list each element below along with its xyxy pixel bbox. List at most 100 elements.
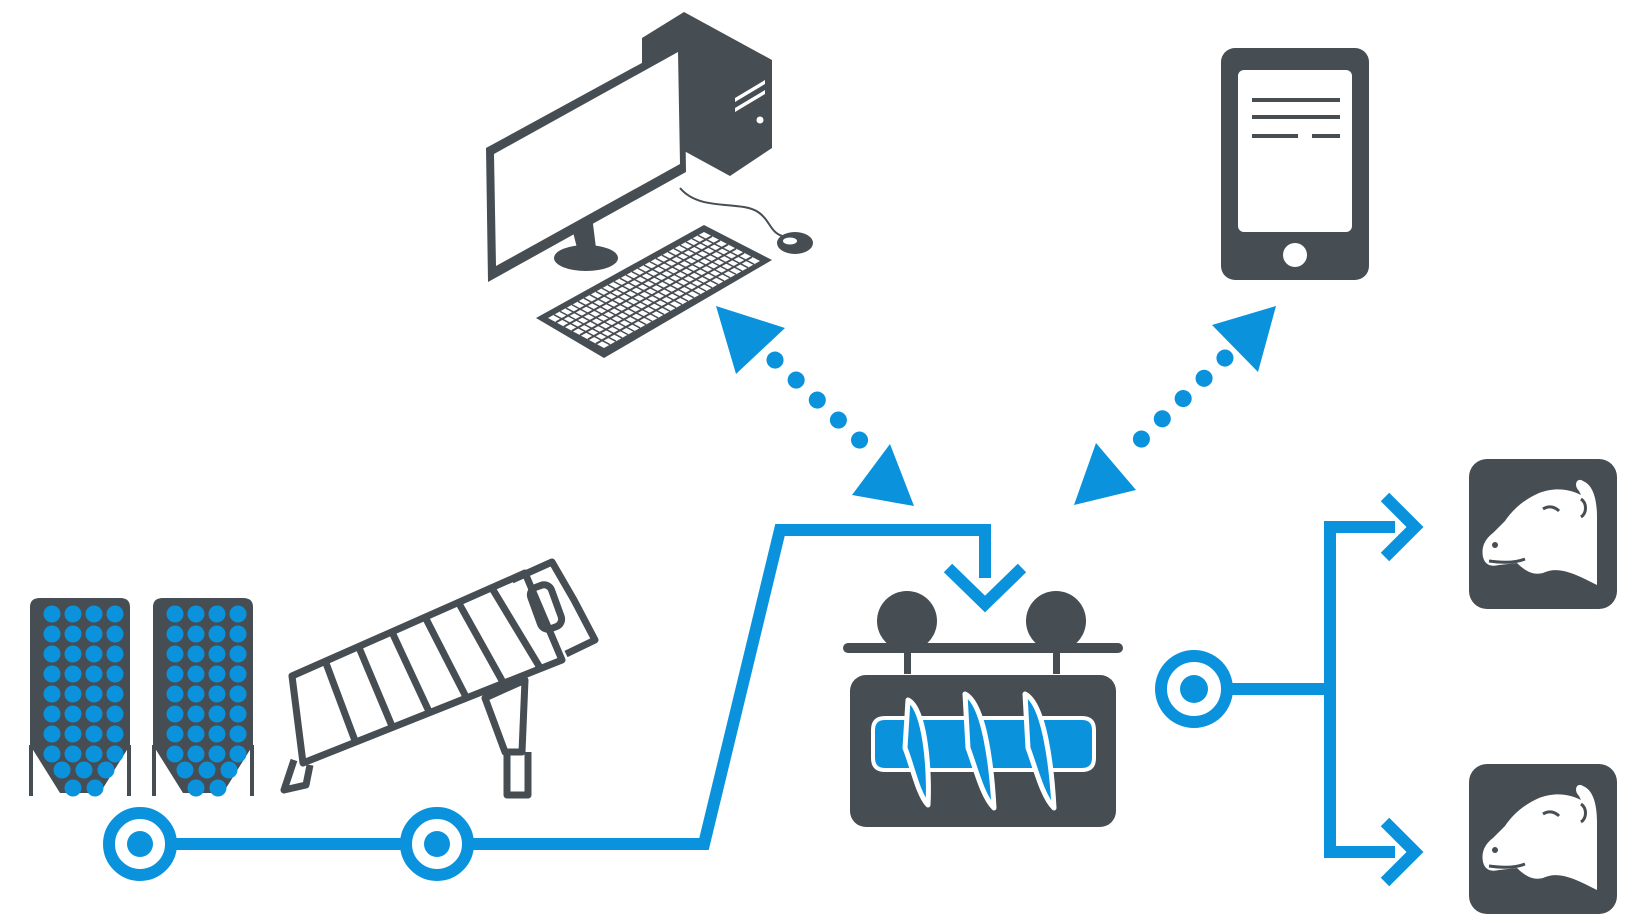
silo-pellet xyxy=(229,645,247,663)
auger-tube xyxy=(288,569,566,767)
mixer-output-node-core xyxy=(1180,675,1208,703)
silo-pellet xyxy=(85,665,103,683)
silo-pellet xyxy=(166,685,184,703)
keyboard-column-line xyxy=(685,241,743,272)
keyboard-column-line xyxy=(595,290,653,322)
silo-pellet xyxy=(64,745,82,763)
silo-pellet xyxy=(166,645,184,663)
keyboard-column-line xyxy=(661,254,719,286)
keyboard-column-line xyxy=(613,280,671,312)
auger-inlet xyxy=(280,758,314,794)
silo-pellet xyxy=(43,665,61,683)
silo-pellet xyxy=(166,745,184,763)
silo-feed-pellets xyxy=(166,605,247,797)
keyboard-column-line xyxy=(655,257,713,289)
desktop-computer-icon xyxy=(486,12,813,358)
silo-pellet xyxy=(43,745,61,763)
mixer-auger-flights xyxy=(902,691,1057,811)
silo-feed-pellets xyxy=(43,605,124,797)
keyboard-column-line xyxy=(691,237,749,269)
computer-mixer-link xyxy=(716,306,914,506)
keyboard-column-line xyxy=(601,287,659,319)
keyboard-column-line xyxy=(559,310,617,342)
silo-pellet xyxy=(64,645,82,663)
tablet-mixer-link xyxy=(1074,306,1276,505)
silo-pellet xyxy=(106,705,124,723)
silo-pellet xyxy=(176,761,194,779)
silo-pellet xyxy=(106,665,124,683)
keyboard-column-line xyxy=(649,261,707,292)
silo-pellet xyxy=(187,625,205,643)
computer-stand xyxy=(572,216,596,252)
silo-pellet xyxy=(208,685,226,703)
computer-mouse-highlight xyxy=(783,237,797,245)
feed-mixer-icon xyxy=(843,591,1123,827)
keyboard-column-line xyxy=(667,251,725,282)
computer-screen xyxy=(494,52,680,266)
feed-line-arrow xyxy=(943,563,1027,613)
keyboard-column-line xyxy=(565,307,623,339)
silo-pellet xyxy=(187,605,205,623)
silo-pellet xyxy=(166,665,184,683)
silo-pellet xyxy=(208,605,226,623)
cow-head-icon xyxy=(1482,784,1597,890)
arrow-head-up xyxy=(716,306,785,374)
silo-pellet xyxy=(43,605,61,623)
silo-pellet xyxy=(85,685,103,703)
cow-ear xyxy=(1580,497,1587,519)
silo-pellet xyxy=(229,725,247,743)
cow-mouth xyxy=(1488,557,1526,564)
computer-stand-base xyxy=(554,245,618,271)
cow-mouth xyxy=(1488,862,1526,869)
computer-tower-button xyxy=(756,116,764,124)
feed-node-auger-core xyxy=(424,831,450,857)
arrow-to-cow-top xyxy=(1380,492,1424,562)
silo-pellet xyxy=(208,705,226,723)
silo-pellet xyxy=(64,625,82,643)
silo-pellet xyxy=(106,685,124,703)
silo-right xyxy=(152,598,254,797)
silo-pellet xyxy=(64,705,82,723)
cow-head-icon xyxy=(1482,479,1597,585)
silo-pellet xyxy=(229,705,247,723)
silo-pellet xyxy=(64,725,82,743)
dotted-line xyxy=(766,351,879,459)
keyboard-column-line xyxy=(553,314,611,346)
silo-pellet xyxy=(166,625,184,643)
silo-pellet xyxy=(187,645,205,663)
silo-pellet xyxy=(187,665,205,683)
silo-pellet xyxy=(75,761,93,779)
keyboard-column-line xyxy=(577,300,635,332)
mixer-weigh-cell-left xyxy=(877,591,937,651)
silo-pellet xyxy=(64,665,82,683)
tablet-text-line xyxy=(1252,98,1340,102)
keyboard-column-line xyxy=(571,304,629,336)
auger-slats xyxy=(322,585,544,744)
tablet-text-line xyxy=(1312,134,1340,138)
auger-foot xyxy=(503,752,532,799)
silo-pellet xyxy=(85,705,103,723)
silo-pellet xyxy=(187,745,205,763)
silo-pellet xyxy=(187,685,205,703)
silo-pellet xyxy=(85,745,103,763)
keyboard-column-line xyxy=(679,244,737,276)
keyboard-column-line xyxy=(619,277,677,309)
keyboard-column-line xyxy=(589,294,647,326)
silo-left xyxy=(29,598,131,797)
auger-window xyxy=(526,581,566,633)
computer-mouse-cable xyxy=(679,187,783,237)
keyboard-column-line xyxy=(583,297,641,329)
auger-slat xyxy=(488,585,544,671)
silo-pellet xyxy=(208,665,226,683)
silo-pellet xyxy=(64,779,82,797)
silo-pellet xyxy=(208,645,226,663)
silo-pellet xyxy=(97,761,115,779)
silo-pellet xyxy=(64,685,82,703)
cow-nostril xyxy=(1492,847,1498,853)
arrow-head-down xyxy=(852,444,914,506)
keyboard-column-line xyxy=(625,274,683,306)
silo-pellet xyxy=(85,625,103,643)
keyboard-column-line xyxy=(643,264,701,296)
cow-eye xyxy=(1542,810,1561,818)
